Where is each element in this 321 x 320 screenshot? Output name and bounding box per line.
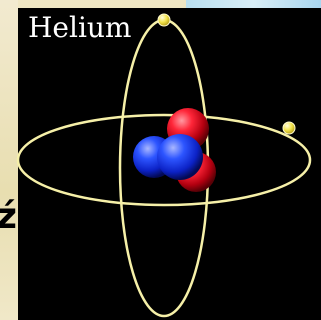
electron-top — [158, 14, 170, 26]
electron-right — [283, 122, 295, 134]
neutron-front — [157, 134, 203, 180]
